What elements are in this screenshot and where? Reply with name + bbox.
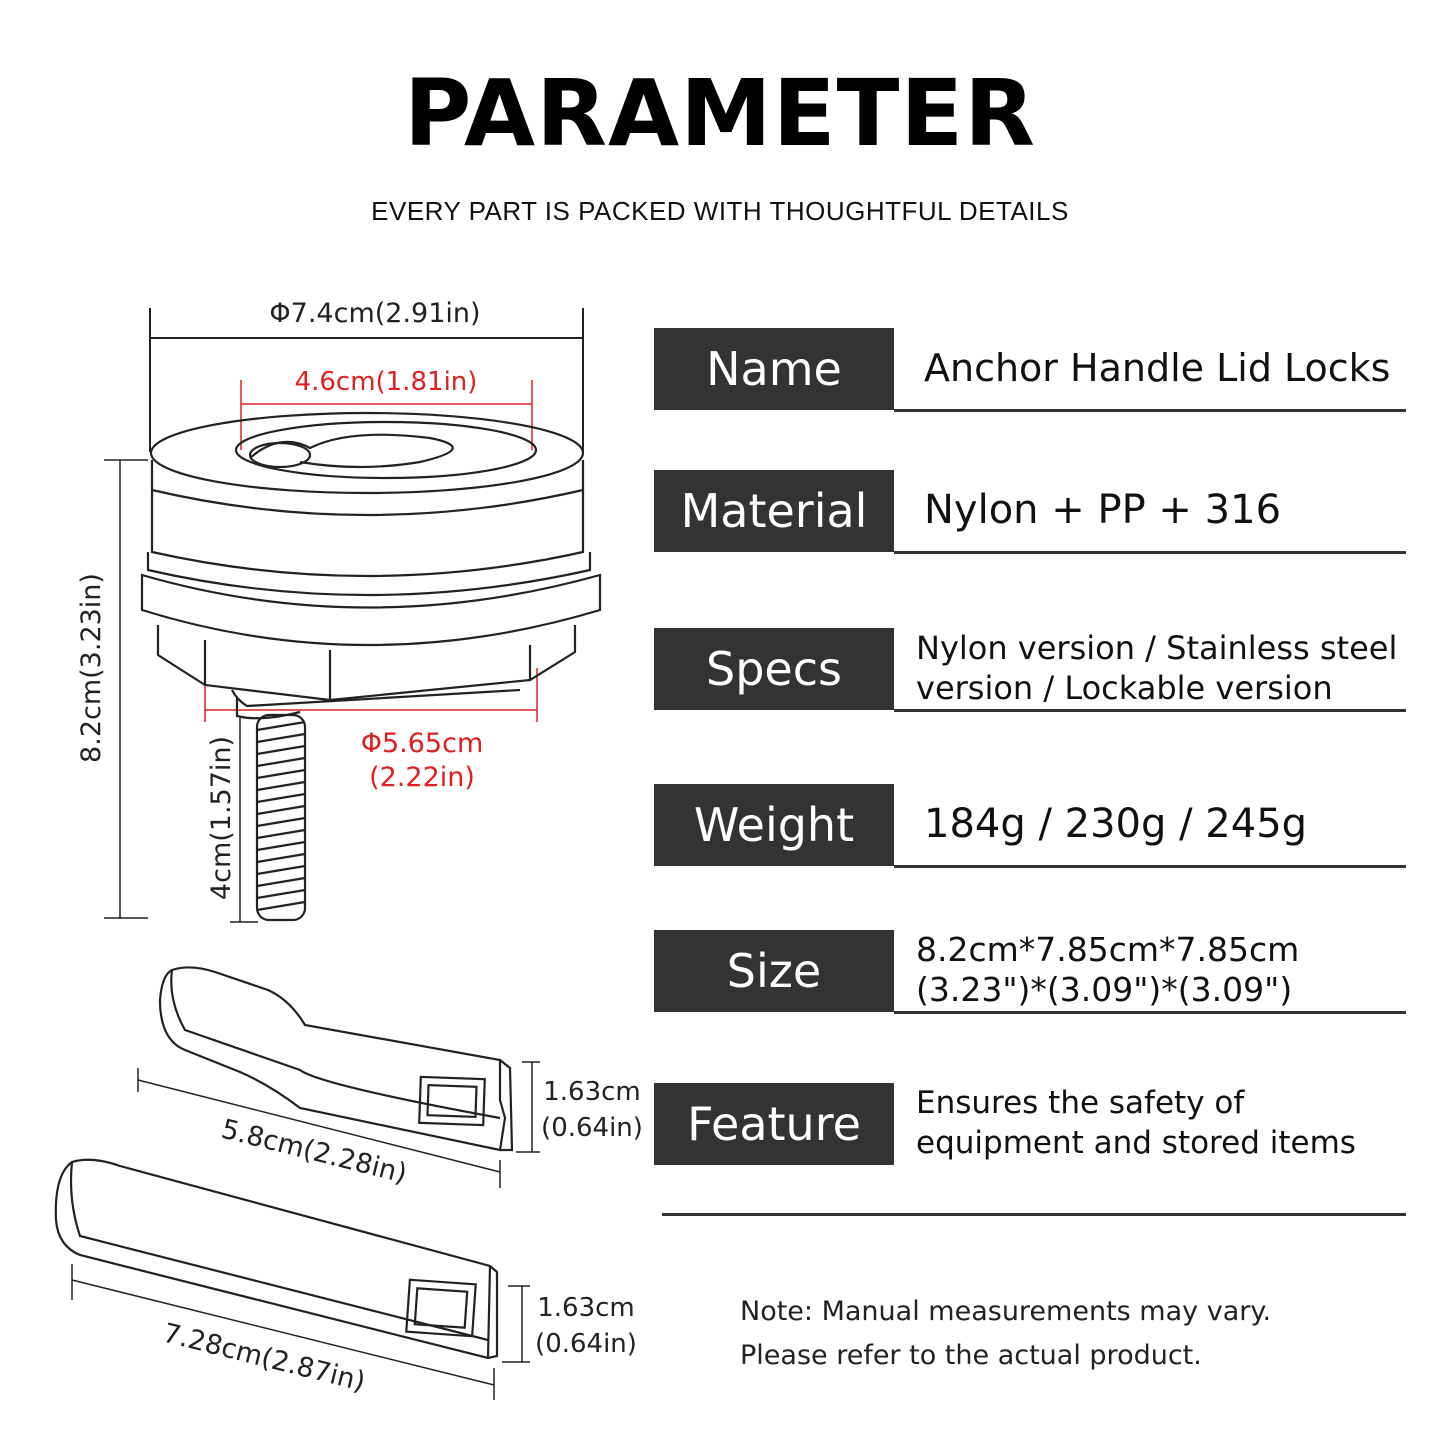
spec-rule [894,1011,1406,1014]
long-handle-width-line1: 1.63cm [537,1293,635,1323]
spec-row-size: Size 8.2cm*7.85cm*7.85cm (3.23")*(3.09")… [654,930,1406,1014]
base-diameter-label-line1: Φ5.65cm [361,728,484,759]
spec-rule [894,865,1406,868]
footer-divider [662,1213,1406,1216]
spec-value-specs-line2: version / Lockable version [916,669,1333,707]
note-line-2: Please refer to the actual product. [740,1340,1202,1371]
inner-width-label: 4.6cm(1.81in) [295,367,478,397]
spec-row-material: Material Nylon + PP + 316 [654,470,1406,554]
spec-value-size: 8.2cm*7.85cm*7.85cm (3.23")*(3.09")*(3.0… [916,930,1406,1010]
spec-rule [894,709,1406,712]
spec-value-weight: 184g / 230g / 245g [924,801,1308,847]
spec-value-feature-line1: Ensures the safety of [916,1085,1245,1121]
short-handle-width-line1: 1.63cm [543,1077,641,1107]
spec-value-feature-line2: equipment and stored items [916,1125,1356,1161]
spec-value-feature: Ensures the safety of equipment and stor… [916,1083,1406,1163]
thread-length-label: 4cm(1.57in) [206,736,237,900]
product-drawing: Φ7.4cm(2.91in) 4.6cm(1.81in) 8.2cm(3.23i… [54,298,643,1400]
spec-value-size-line2: (3.23")*(3.09")*(3.09") [916,970,1293,1009]
long-handle-length-label: 7.28cm(2.87in) [160,1318,368,1398]
spec-value-name: Anchor Handle Lid Locks [924,346,1391,390]
spec-rule [894,551,1406,554]
short-handle-width-line2: (0.64in) [541,1113,643,1143]
height-label: 8.2cm(3.23in) [76,573,107,763]
spec-rule [894,409,1406,412]
outer-diameter-label: Φ7.4cm(2.91in) [269,298,480,329]
spec-row-weight: Weight 184g / 230g / 245g [654,784,1406,868]
page-title: PARAMETER [403,60,1037,167]
page-subtitle: EVERY PART IS PACKED WITH THOUGHTFUL DET… [371,196,1069,226]
spec-row-name: Name Anchor Handle Lid Locks [654,328,1406,412]
spec-label-specs: Specs [654,628,894,710]
spec-value-specs-line1: Nylon version / Stainless steel [916,629,1398,667]
note-line-1: Note: Manual measurements may vary. [740,1296,1272,1327]
spec-label-name: Name [654,328,894,410]
spec-label-feature: Feature [654,1083,894,1165]
spec-value-specs: Nylon version / Stainless steel version … [916,628,1406,708]
long-handle-width-line2: (0.64in) [535,1329,637,1359]
base-diameter-label-line2: (2.22in) [369,762,475,793]
measurement-note: Note: Manual measurements may vary. Plea… [740,1290,1271,1378]
spec-label-size: Size [654,930,894,1012]
spec-row-feature: Feature Ensures the safety of equipment … [654,1083,1406,1167]
spec-row-specs: Specs Nylon version / Stainless steel ve… [654,628,1406,712]
spec-label-weight: Weight [654,784,894,866]
spec-value-material: Nylon + PP + 316 [924,487,1282,533]
spec-value-size-line1: 8.2cm*7.85cm*7.85cm [916,930,1300,969]
spec-label-material: Material [654,470,894,552]
